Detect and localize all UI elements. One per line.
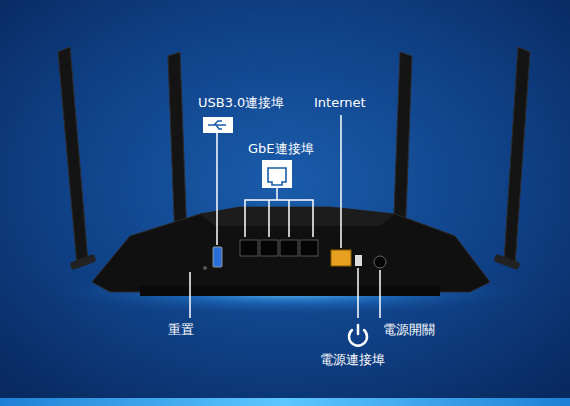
reset-hole	[203, 266, 207, 270]
router-base	[140, 286, 440, 296]
ethernet-symbol	[268, 168, 286, 185]
antenna-hinge	[69, 254, 96, 270]
internet-port	[331, 250, 351, 266]
part-label: 電源連接埠	[320, 352, 385, 368]
gbe-port	[280, 240, 298, 256]
ethernet-icon	[262, 160, 292, 188]
usb-symbol	[208, 121, 226, 129]
power-switch	[355, 255, 362, 266]
port-label: Internet	[314, 95, 366, 111]
gbe-port	[260, 240, 278, 256]
antenna-hinge	[493, 254, 520, 270]
part-label: 重置	[168, 322, 194, 338]
usb-port	[213, 247, 222, 267]
port-label: USB3.0連接埠	[198, 95, 284, 111]
power-icon	[349, 325, 367, 346]
bottom-strip	[0, 398, 570, 406]
part-label: 電源開關	[383, 322, 435, 338]
router-body	[92, 207, 490, 292]
antenna	[58, 47, 88, 266]
leader-lines	[190, 115, 380, 318]
antenna	[504, 47, 530, 266]
port-label: GbE連接埠	[248, 141, 314, 157]
gbe-port	[300, 240, 318, 256]
gbe-port	[240, 240, 258, 256]
power-jack	[374, 256, 386, 268]
router-top	[200, 207, 395, 226]
usb-icon	[203, 117, 233, 133]
